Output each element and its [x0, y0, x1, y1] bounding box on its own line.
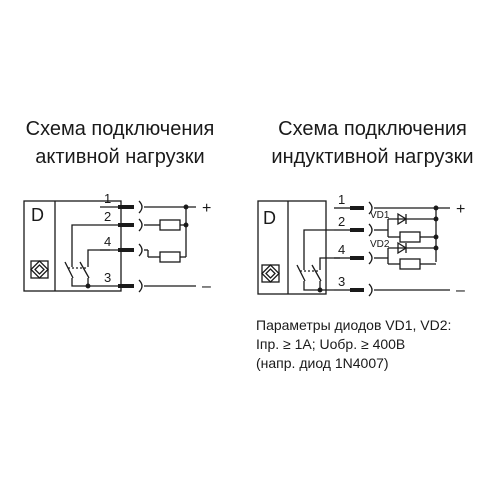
load-resistor-left-2 — [159, 251, 181, 263]
minus-terminal-left: – — [202, 278, 211, 295]
inductive-load-title-line2: индуктивной нагрузки — [271, 146, 474, 168]
load-resistor-left-1 — [159, 219, 181, 231]
pin-label-4-right: 4 — [338, 242, 345, 257]
active-load-title: Схема подключения активной нагрузки — [5, 115, 235, 171]
diode-parameters-line2: Iпр. ≥ 1A; Uобр. ≥ 400В — [256, 336, 406, 352]
load-wiring-right — [374, 205, 450, 291]
load-resistor-right-2 — [399, 258, 421, 270]
pin-label-1-right: 1 — [338, 192, 345, 207]
pin-label-3-right: 3 — [338, 274, 345, 289]
internal-switch-right — [296, 229, 340, 293]
diode-label-vd1: VD1 — [370, 210, 390, 221]
connector-sockets-left — [138, 200, 143, 293]
connector-sockets-right — [368, 201, 373, 297]
plus-terminal-left: + — [202, 200, 211, 217]
pin-label-2-left: 2 — [104, 209, 111, 224]
inductive-load-title-line1: Схема подключения — [278, 118, 467, 140]
connector-pins-right — [350, 206, 364, 292]
inductive-load-diagram — [257, 200, 450, 297]
load-wiring-left — [144, 204, 196, 287]
diode-label-vd2: VD2 — [370, 239, 390, 250]
minus-terminal-right: – — [456, 282, 465, 299]
diode-parameters-note: Параметры диодов VD1, VD2: Iпр. ≥ 1A; Uо… — [256, 316, 451, 373]
active-load-title-line2: активной нагрузки — [35, 146, 205, 168]
active-load-title-line1: Схема подключения — [25, 118, 215, 140]
sensor-body-right — [257, 200, 327, 295]
pin-labels-right: 1 2 4 3 — [338, 192, 345, 289]
load-resistor-right-1 — [399, 231, 421, 243]
connector-pins-left — [118, 205, 134, 288]
sensor-body-left — [23, 200, 122, 292]
inductive-load-title: Схема подключения индуктивной нагрузки — [250, 115, 495, 171]
pin-label-1-left: 1 — [104, 191, 111, 206]
sensor-label-right: D — [263, 208, 276, 228]
plus-terminal-right: + — [456, 201, 465, 218]
sensor-label-left: D — [31, 205, 44, 225]
pin-label-4-left: 4 — [104, 234, 111, 249]
pin-label-2-right: 2 — [338, 214, 345, 229]
sensor-coil-symbol-left — [30, 260, 49, 279]
diode-parameters-line1: Параметры диодов VD1, VD2: — [256, 317, 452, 333]
sensor-coil-symbol-right — [261, 264, 280, 283]
pin-labels-left: 1 2 4 3 — [104, 191, 111, 285]
wire-leads-right — [334, 207, 350, 291]
diode-vd2-symbol — [397, 241, 408, 255]
diode-parameters-line3: (напр. диод 1N4007) — [256, 355, 389, 371]
pin-label-3-left: 3 — [104, 270, 111, 285]
wire-leads-left — [100, 206, 118, 287]
active-load-diagram — [23, 200, 196, 293]
diode-vd1-symbol — [397, 212, 408, 226]
